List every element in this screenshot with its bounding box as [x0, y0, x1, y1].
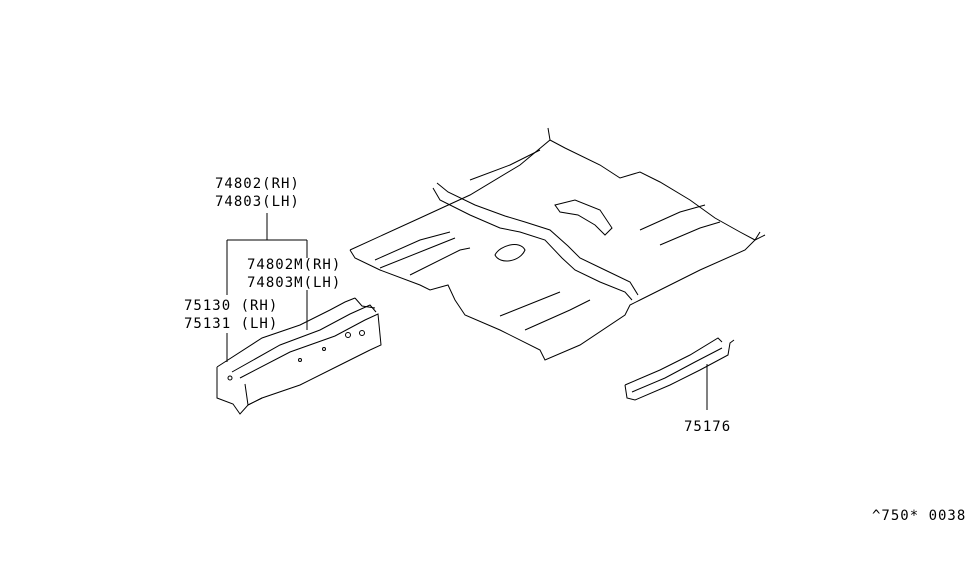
- part-number-74802: 74802(RH): [215, 176, 300, 192]
- part-number-74802M: 74802M(RH): [247, 257, 342, 273]
- part-label-75176: 75176: [684, 418, 731, 436]
- part-number-75176: 75176: [684, 419, 732, 435]
- leader-lines-74802: [226, 213, 308, 362]
- floor-panel-drawing: [349, 127, 766, 361]
- part-number-75131: 75131 (LH): [184, 316, 279, 332]
- part-label-75130-75131: 75130 (RH) 75131 (LH): [184, 297, 278, 333]
- part-number-74803M: 74803M(LH): [247, 275, 342, 291]
- side-member-drawing: [216, 297, 382, 415]
- part-number-75130: 75130 (RH): [184, 298, 279, 314]
- reinforcement-drawing: [624, 337, 735, 410]
- catalog-code: ^750* 0038: [872, 508, 967, 524]
- part-label-74802M-74803M: 74802M(RH) 74803M(LH): [247, 256, 341, 292]
- part-number-74803: 74803(LH): [215, 194, 300, 210]
- part-label-74802-74803: 74802(RH) 74803(LH): [215, 175, 300, 211]
